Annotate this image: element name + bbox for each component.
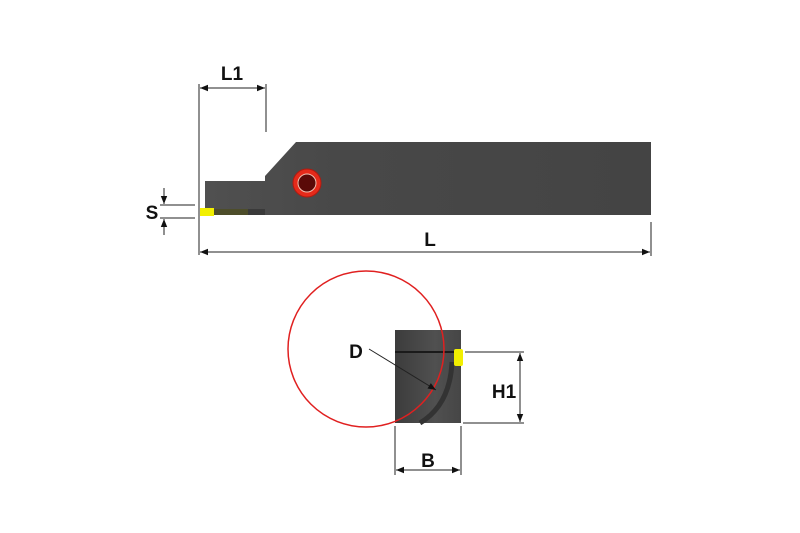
label-s: S — [146, 203, 159, 224]
cutting-insert-end — [454, 349, 463, 366]
label-l: L — [424, 230, 436, 251]
end-view: D H1 B — [287, 270, 524, 475]
label-l1: L1 — [221, 64, 244, 85]
holder-body — [205, 142, 651, 215]
leader-d — [368, 348, 437, 391]
blade-highlight — [214, 209, 248, 215]
cutting-insert — [200, 208, 214, 216]
max-diameter-circle — [287, 270, 445, 428]
label-d: D — [349, 342, 363, 363]
screw-socket — [297, 173, 317, 193]
side-view: L1 L S — [146, 64, 652, 256]
label-h1: H1 — [492, 382, 517, 403]
blade-curve — [418, 361, 455, 426]
label-b: B — [421, 451, 435, 472]
